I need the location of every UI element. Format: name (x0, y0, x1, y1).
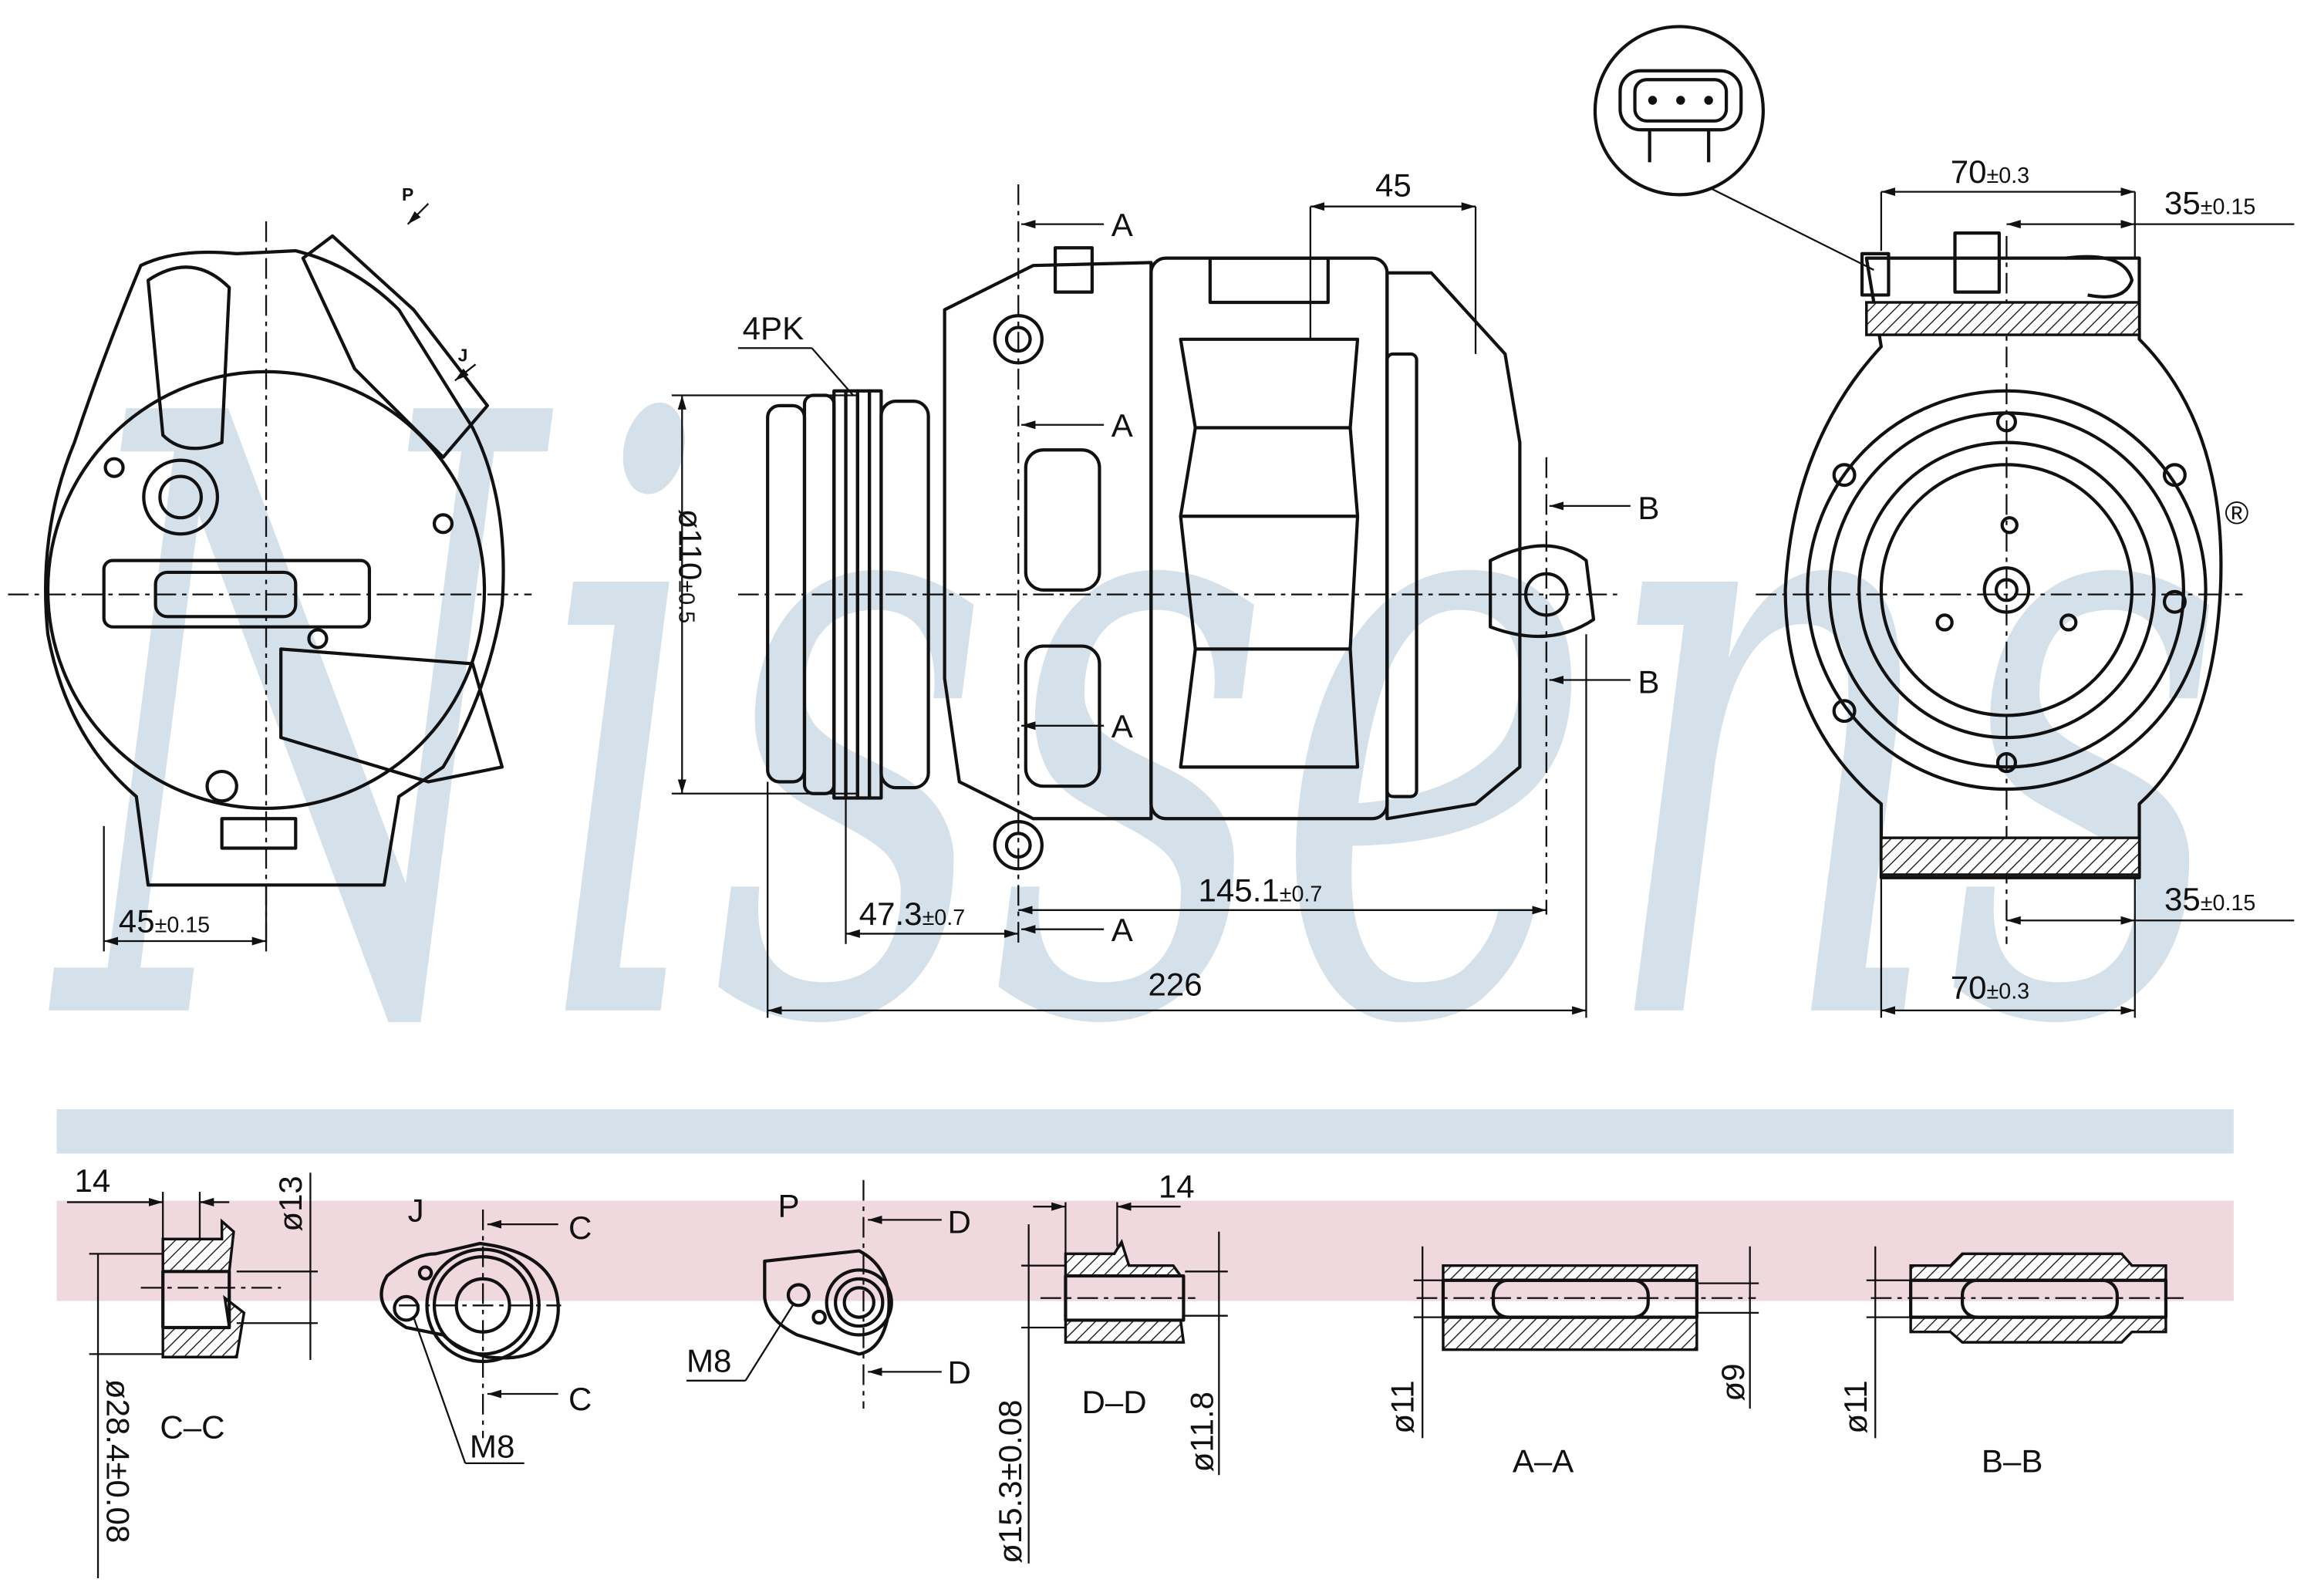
port-p-detail: P D D M8 (686, 1179, 971, 1409)
port-j-detail: J C C M8 (379, 1192, 592, 1464)
svg-text:47.3±0.7: 47.3±0.7 (859, 896, 965, 932)
svg-text:J: J (408, 1192, 424, 1228)
svg-text:14: 14 (74, 1162, 110, 1199)
svg-text:J: J (458, 345, 468, 365)
svg-text:ø11: ø11 (1385, 1380, 1421, 1433)
svg-text:®: ® (2225, 494, 2248, 531)
svg-text:70±0.3: 70±0.3 (1951, 970, 2029, 1006)
svg-text:226: 226 (1149, 967, 1203, 1003)
svg-text:ø28.4±0.08: ø28.4±0.08 (100, 1379, 137, 1543)
svg-text:Nissens: Nissens (42, 244, 2228, 1206)
svg-text:ø11.8: ø11.8 (1184, 1392, 1220, 1472)
svg-text:A–A: A–A (1513, 1442, 1574, 1479)
svg-text:D: D (947, 1204, 970, 1240)
pink-band (56, 1200, 2234, 1301)
blue-band (56, 1108, 2234, 1154)
svg-text:ø11: ø11 (1837, 1380, 1874, 1433)
svg-text:B–B: B–B (1982, 1442, 2042, 1479)
svg-text:ø110±0.5: ø110±0.5 (672, 509, 708, 623)
svg-text:B: B (1638, 490, 1659, 526)
svg-text:45: 45 (1375, 167, 1412, 203)
side-view: ø110±0.5 4PK 45 A A A A B B 47.3±0.7 (671, 167, 1659, 1018)
svg-text:P: P (778, 1188, 800, 1224)
section-c-c: 14 ø13 ø28.4±0.08 C–C (66, 1162, 318, 1579)
svg-text:B: B (1638, 664, 1659, 700)
svg-text:A: A (1111, 708, 1133, 744)
svg-text:ø9: ø9 (1715, 1364, 1751, 1402)
svg-text:C–C: C–C (160, 1409, 224, 1445)
section-a-markers: A A A A (1021, 207, 1133, 948)
svg-text:A: A (1111, 912, 1133, 948)
svg-text:70±0.3: 70±0.3 (1951, 154, 2029, 190)
svg-text:4PK: 4PK (743, 310, 804, 346)
svg-text:D–D: D–D (1081, 1384, 1146, 1420)
section-b-markers: B B (1545, 457, 1659, 915)
svg-text:35±0.15: 35±0.15 (2164, 881, 2255, 917)
section-b-b: ø11 B–B (1837, 1246, 2184, 1479)
svg-text:M8: M8 (686, 1342, 731, 1378)
svg-text:P: P (402, 184, 413, 204)
nissens-watermark: Nissens ® (42, 244, 2248, 1206)
svg-text:A: A (1111, 407, 1133, 444)
svg-text:A: A (1111, 207, 1133, 243)
section-d-d: 14 ø15.3±0.08 ø11.8 D–D (992, 1169, 1228, 1564)
svg-text:45±0.15: 45±0.15 (119, 903, 210, 940)
rear-view: 45±0.15 P J (8, 184, 532, 952)
svg-text:145.1±0.7: 145.1±0.7 (1199, 872, 1323, 908)
section-a-a: ø11 ø9 A–A (1385, 1246, 1759, 1479)
svg-text:C: C (568, 1210, 592, 1246)
front-view: 70±0.3 35±0.15 35±0.15 70±0.3 (1756, 154, 2295, 1018)
svg-text:35±0.15: 35±0.15 (2164, 184, 2255, 221)
svg-text:M8: M8 (470, 1428, 514, 1464)
svg-text:14: 14 (1159, 1169, 1195, 1205)
connector-detail (1593, 25, 1874, 271)
svg-text:ø15.3±0.08: ø15.3±0.08 (992, 1399, 1028, 1563)
svg-text:C: C (568, 1381, 592, 1417)
svg-text:ø13: ø13 (272, 1176, 309, 1231)
svg-text:D: D (947, 1355, 970, 1391)
